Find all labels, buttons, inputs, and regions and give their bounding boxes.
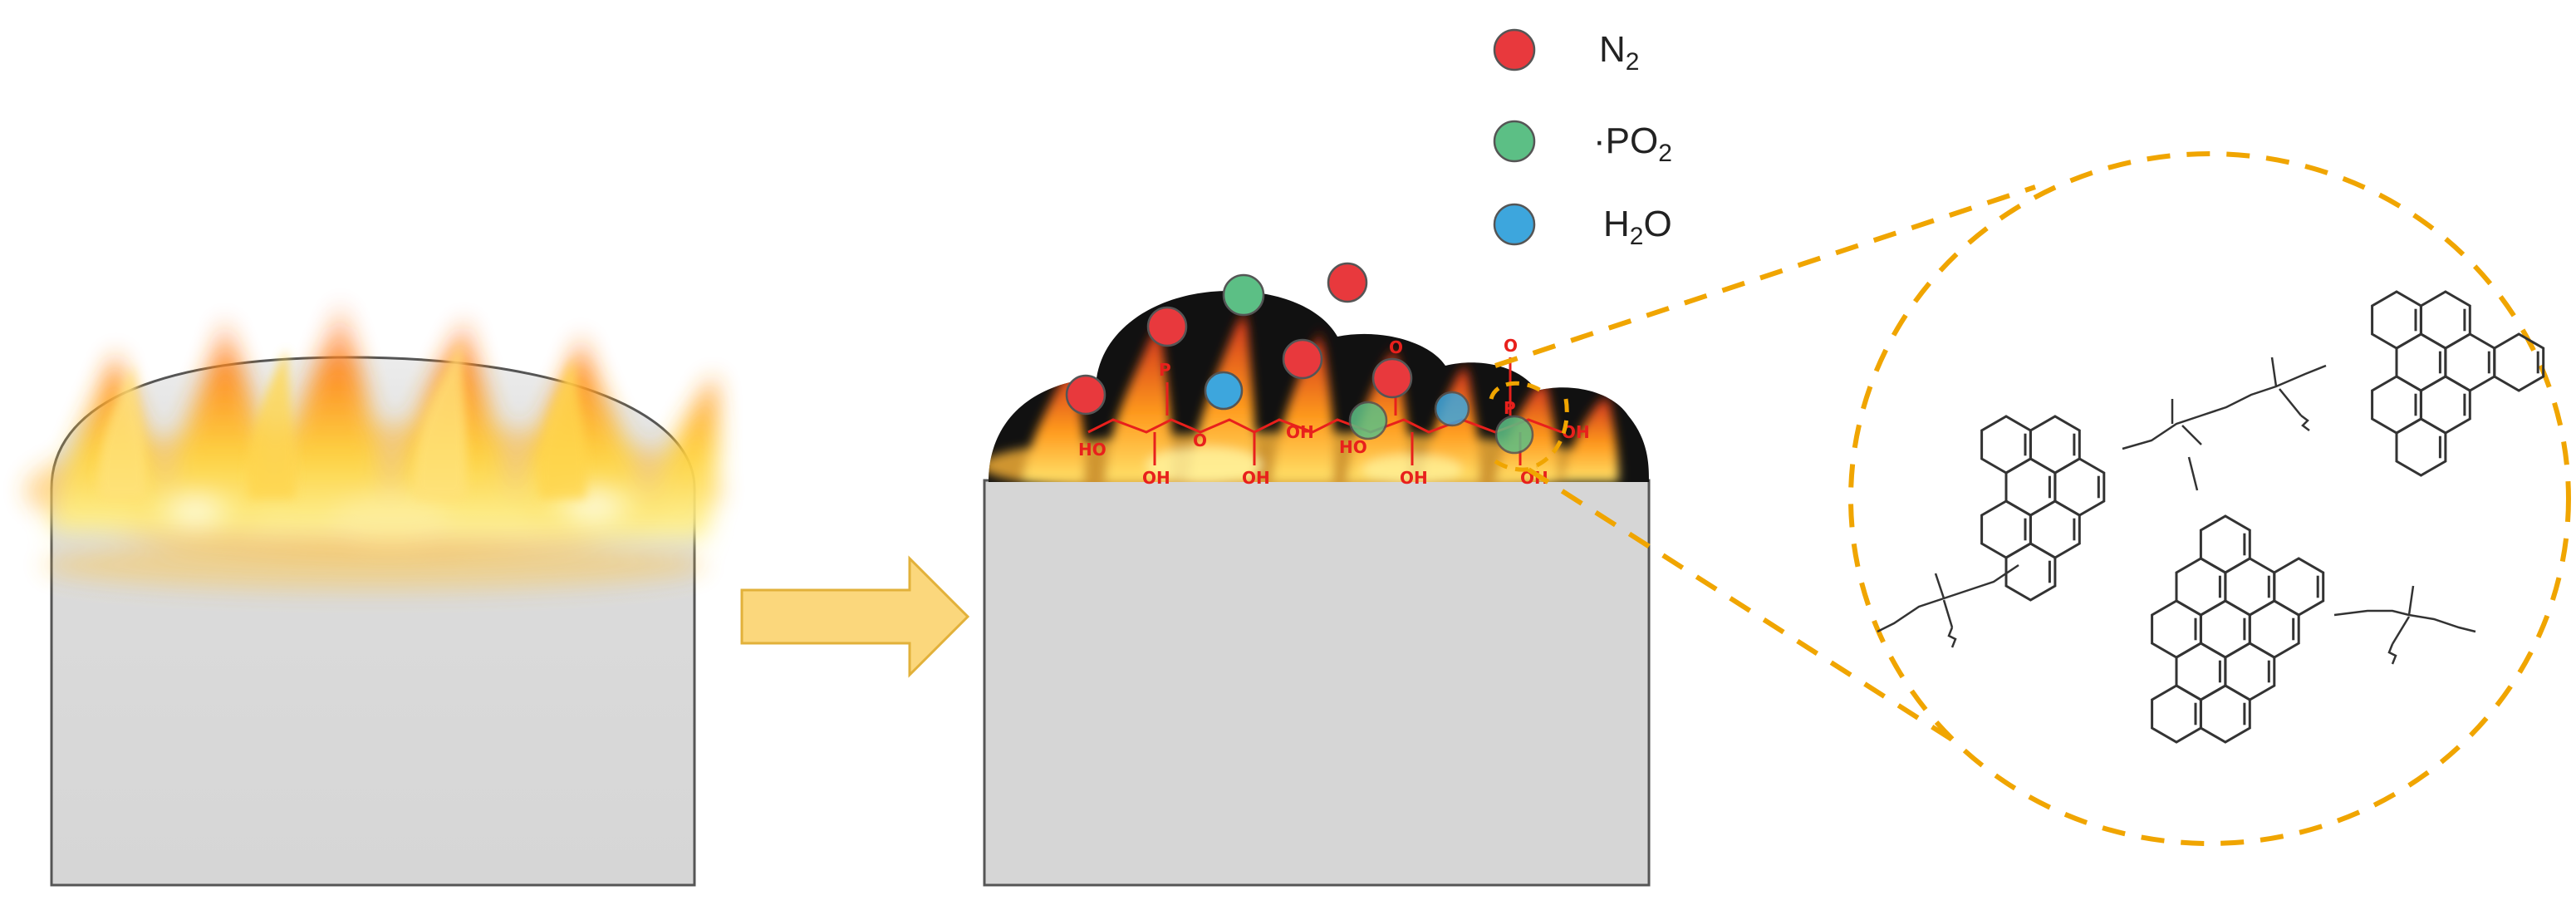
ho-label-2: HO <box>1339 437 1367 457</box>
n2-bubble <box>1371 357 1413 399</box>
po2-bubble <box>1222 273 1265 317</box>
benzene-ring <box>2199 684 2251 744</box>
h2o-bubble <box>1434 391 1470 427</box>
flame-tongues <box>98 341 587 499</box>
n2-bubble <box>1146 306 1188 347</box>
zoom-line-lower <box>1527 467 1954 742</box>
graphitic-char-structure <box>1980 290 2545 744</box>
legend-marker-n2 <box>1493 28 1536 71</box>
zoom-line-upper <box>1494 184 2036 368</box>
benzene-ring <box>2004 542 2057 602</box>
oh-label-1: OH <box>1142 468 1170 488</box>
benzene-ring <box>2493 332 2545 392</box>
legend-marker-h2o <box>1493 203 1536 246</box>
n2-bubble <box>1282 338 1323 380</box>
po2-bubble <box>1494 415 1534 455</box>
oh-label-3: OH <box>1400 468 1428 488</box>
gas-bubbles <box>1065 262 1534 455</box>
oh-label-5: OH <box>1286 422 1314 442</box>
charred-material-block: OH OH OH OH HO HO OH OH O O O P P <box>983 262 1651 887</box>
legend-label-po2: ·PO2 <box>1593 121 1672 167</box>
legend-label-n2: N2 <box>1599 29 1639 76</box>
o-label-2: O <box>1389 337 1403 357</box>
zoom-source-marker <box>1489 381 1569 472</box>
h2o-bubble <box>1204 371 1244 411</box>
burning-material-block <box>25 299 723 887</box>
benzene-ring <box>2151 684 2202 744</box>
po2-bubble <box>1348 401 1388 440</box>
n2-bubble <box>1065 374 1106 416</box>
p-label-1: P <box>1159 360 1171 380</box>
legend-label-h2o: H2O <box>1603 204 1672 250</box>
zoom-callout <box>1494 151 2571 846</box>
n2-bubble <box>1327 262 1368 303</box>
ho-label-1: HO <box>1078 440 1106 460</box>
center-block <box>983 479 1651 887</box>
chem-labels: OH OH OH OH HO HO OH OH O O O P P <box>1078 336 1590 488</box>
oh-label-2: OH <box>1242 468 1270 488</box>
legend-marker-po2 <box>1493 120 1536 163</box>
o-label-3: O <box>1504 336 1518 356</box>
magnifier-circle-icon <box>1848 151 2571 846</box>
benzene-ring <box>2395 417 2447 477</box>
phosphate-bridges <box>1877 357 2476 665</box>
o-label-1: O <box>1193 430 1207 450</box>
p-label-2: P <box>1504 398 1516 418</box>
right-arrow-icon <box>740 555 970 678</box>
